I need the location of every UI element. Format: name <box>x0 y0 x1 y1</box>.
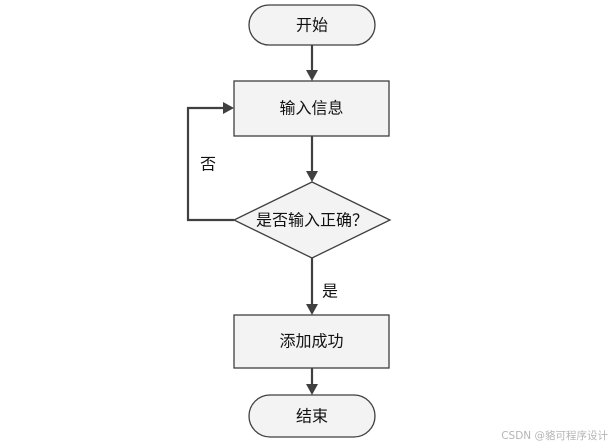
decision-label: 是否输入正确？ <box>256 211 368 230</box>
decision-node: 是否输入正确？ <box>232 181 392 259</box>
input-label: 输入信息 <box>279 99 343 118</box>
arrowhead <box>306 70 318 81</box>
arrowhead <box>306 384 318 395</box>
input-shape <box>233 80 390 137</box>
no-branch-label: 否 <box>200 155 216 174</box>
arrowhead <box>223 102 234 114</box>
connector-decision-to-success <box>306 258 318 315</box>
yes-branch-label: 是 <box>322 282 338 301</box>
connector-success-to-end <box>306 368 318 395</box>
arrowhead <box>306 171 318 182</box>
success-shape <box>233 314 390 369</box>
success-label: 添加成功 <box>279 332 343 351</box>
start-label: 开始 <box>296 16 328 35</box>
start-node: 开始 <box>248 4 376 46</box>
connector-no-loop <box>186 102 234 222</box>
watermark: CSDN @貉可程序设计 <box>501 430 608 442</box>
end-shape <box>248 394 376 438</box>
end-node: 结束 <box>248 394 376 438</box>
input-node: 输入信息 <box>233 80 390 137</box>
end-label: 结束 <box>296 407 328 426</box>
success-node: 添加成功 <box>233 314 390 369</box>
connector-input-to-decision <box>306 136 318 182</box>
connector-start-to-input <box>306 45 318 81</box>
arrowhead <box>306 304 318 315</box>
